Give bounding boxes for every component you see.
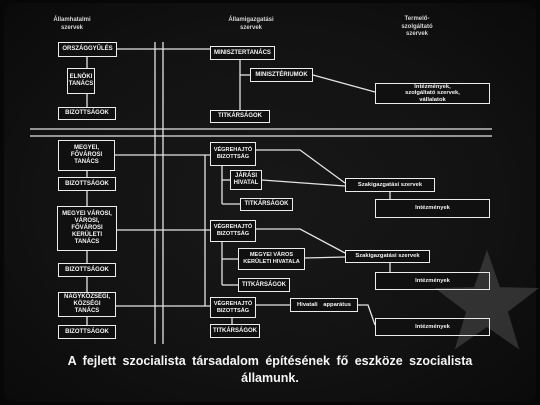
box-label: FŐVÁROSI [70, 152, 103, 158]
committees-national-box: BIZOTTSÁGOK [58, 107, 116, 120]
city-district-office-box: MEGYEI VÁROS KERÜLETI HIVATALA [238, 248, 305, 270]
box-label: TITKÁRSÁGOK [213, 327, 257, 334]
committees-village-box: BIZOTTSÁGOK [58, 325, 116, 339]
committees-city-box: BIZOTTSÁGOK [58, 263, 116, 277]
box-label: Intézmények [415, 323, 450, 330]
exec-committee-village-box: VÉGREHAJTÓ BIZOTTSÁG [210, 297, 256, 318]
box-label: szolgáltató szervek, [405, 90, 460, 97]
box-label: Szakigazgatási szervek [355, 253, 420, 259]
box-label: BIZOTTSÁGOK [65, 110, 109, 116]
box-label: MEGYEI VÁROS [249, 252, 294, 259]
box-label: JÁRÁSI [234, 173, 257, 179]
box-label: TITKÁRSÁGOK [244, 201, 289, 207]
council-of-ministers-box: MINISZTERTANÁCS [210, 46, 275, 60]
ministries-box: MINISZTÉRIUMOK [250, 68, 313, 82]
box-label: KERÜLETI HIVATALA [243, 259, 300, 265]
committees-county-box: BIZOTTSÁGOK [58, 177, 116, 191]
box-label: MINISZTERTANÁCS [214, 49, 271, 56]
village-council-box: NAGYKÖZSÉGI, KÖZSÉGI TANÁCS [58, 292, 116, 317]
specialized-admin-county-box: Szakigazgatási szervek [345, 178, 435, 192]
box-label: BIZOTTSÁGOK [65, 180, 109, 187]
box-label: BIZOTTSÁGOK [65, 328, 109, 335]
box-label: Intézmények, [414, 83, 451, 90]
header-line: szolgáltató [401, 23, 433, 30]
secretariats-city-box: TITKÁRSÁGOK [238, 278, 290, 292]
box-label: ELNÖKI [69, 74, 93, 80]
box-label: TANÁCS [74, 159, 99, 165]
secretariats-county-box: TITKÁRSÁGOK [240, 198, 293, 211]
box-label: FŐVÁROSI [71, 225, 103, 231]
box-label: Intézmények [415, 205, 450, 211]
link-city-district-specialized [304, 256, 346, 259]
box-label: MINISZTÉRIUMOK [255, 71, 308, 78]
box-label: Szakigazgatási szervek [357, 181, 423, 188]
link-district-office-specialized [261, 179, 346, 187]
district-office-box: JÁRÁSI HIVATAL [230, 170, 262, 190]
exec-committee-city-box: VÉGREHAJTÓ BIZOTTSÁG [210, 220, 256, 242]
box-label: Hivatali apparátus [297, 301, 351, 308]
header-state-admin: Államigazgatási szervek [214, 17, 288, 32]
box-label: TANÁCS [74, 239, 100, 245]
link-ministries-institutions [312, 74, 376, 93]
header-line: szervek [239, 24, 263, 31]
box-label: ORSZÁGGYŰLÉS [62, 46, 113, 52]
box-label: NAGYKÖZSÉGI, [63, 294, 110, 300]
box-label: HIVATAL [233, 180, 259, 186]
box-label: TITKÁRSÁGOK [218, 113, 262, 119]
box-label: MEGYEI, [73, 145, 99, 151]
exec-committee-county-box: VÉGREHAJTÓ BIZOTTSÁG [210, 142, 256, 166]
box-label: BIZOTTSÁG [216, 154, 250, 160]
box-label: BIZOTTSÁG [216, 231, 250, 237]
box-label: KÖZSÉGI [73, 301, 101, 307]
link-apparatus-institutions [358, 304, 376, 326]
box-label: KERÜLETI [72, 232, 102, 238]
box-label: TITKÁRSÁGOK [242, 281, 286, 288]
box-label: VÉGREHAJTÓ [213, 224, 253, 231]
link-city-exec-specialized [256, 228, 346, 254]
specialized-admin-city-box: Szakigazgatási szervek [345, 250, 430, 263]
header-state-power: Államhatalmi szervek [40, 17, 104, 32]
header-line: szervek [405, 31, 429, 37]
official-apparatus-box: Hivatali apparátus [290, 298, 358, 312]
box-label: TANÁCS [68, 81, 94, 87]
box-label: VÉGREHAJTÓ [213, 147, 253, 154]
box-label: VÉGREHAJTÓ [213, 300, 253, 307]
box-label: VÁROSI, [74, 218, 100, 224]
presidential-council-box: ELNÖKI TANÁCS [67, 68, 95, 94]
institutions-national-box: Intézmények, szolgáltató szervek, vállal… [375, 83, 490, 104]
header-line: Államhatalmi [53, 17, 91, 23]
link-county-exec-specialized [256, 149, 346, 184]
institutions-city-box: Intézmények [375, 272, 490, 290]
institutions-county-box: Intézmények [375, 199, 490, 218]
header-line: szervek [60, 24, 84, 31]
box-label: BIZOTTSÁG [216, 307, 250, 314]
county-council-box: MEGYEI, FŐVÁROSI TANÁCS [58, 140, 115, 171]
header-production: Termelő- szolgáltató szervek [384, 16, 450, 39]
caption-line-1: A fejlett szocialista társadalom építésé… [67, 354, 473, 368]
box-label: TANÁCS [74, 308, 100, 314]
institutions-village-box: Intézmények [375, 318, 490, 336]
city-council-box: MEGYEI VÁROSI, VÁROSI, FŐVÁROSI KERÜLETI… [57, 206, 117, 251]
box-label: Intézmények [415, 277, 450, 284]
box-label: MEGYEI VÁROSI, [62, 211, 112, 217]
parliament-box: ORSZÁGGYŰLÉS [58, 42, 117, 57]
caption-line-2: államunk. [241, 371, 299, 385]
secretariats-village-box: TITKÁRSÁGOK [210, 324, 260, 338]
box-label: vállalatok [419, 96, 446, 103]
header-line: Termelő- [404, 16, 430, 22]
box-label: BIZOTTSÁGOK [65, 266, 109, 273]
header-line: Államigazgatási [228, 17, 274, 23]
secretariats-national-box: TITKÁRSÁGOK [210, 110, 270, 123]
